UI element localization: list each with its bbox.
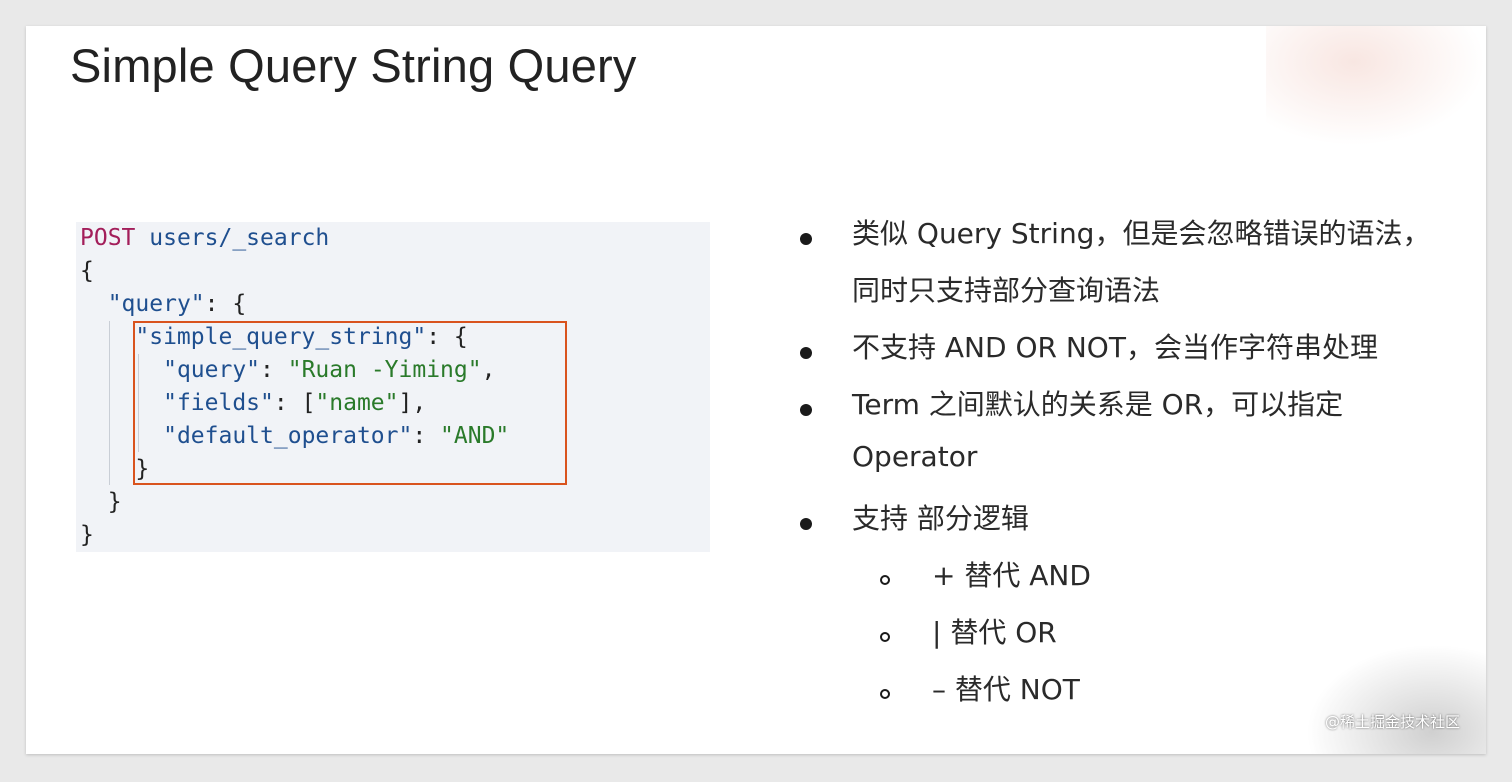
sub-bullet-marker	[880, 575, 890, 585]
code-token: "AND"	[440, 423, 510, 449]
watermark: @稀土掘金技术社区	[1324, 713, 1460, 731]
bullet-marker	[800, 404, 812, 416]
corner-decoration-bottom	[1306, 644, 1486, 754]
code-block: POST users/_search{ "query": { "simple_q…	[76, 222, 710, 552]
code-line: }	[80, 519, 94, 552]
slide-title: Simple Query String Query	[70, 39, 637, 92]
code-line: POST users/_search	[80, 222, 329, 255]
code-token: "simple_query_string"	[135, 324, 427, 350]
code-line: "simple_query_string": {	[80, 321, 468, 354]
code-token: "name"	[315, 390, 399, 416]
code-token: : {	[426, 324, 468, 350]
code-token	[80, 423, 163, 449]
code-line: }	[80, 453, 149, 486]
sub-bullet-marker	[880, 689, 890, 699]
sub-bullet-text: | 替代 OR	[932, 616, 1057, 649]
code-line: {	[80, 255, 94, 288]
code-token: }	[80, 522, 94, 548]
code-token: }	[80, 489, 122, 515]
bullet-text: Term 之间默认的关系是 OR，可以指定	[852, 388, 1344, 421]
slide: Simple Query String Query POST users/_se…	[26, 26, 1486, 754]
bullet-text: 不支持 AND OR NOT，会当作字符串处理	[852, 331, 1378, 364]
code-token: "query"	[107, 291, 205, 317]
code-token: {	[80, 258, 94, 284]
indent-guide	[138, 354, 139, 452]
code-line: }	[80, 486, 122, 519]
code-token: POST	[80, 225, 136, 251]
code-token: : [	[273, 390, 316, 416]
sub-bullet-text: + 替代 AND	[932, 559, 1091, 592]
code-token: }	[80, 456, 150, 482]
code-token	[80, 357, 163, 383]
bullet-text: Operator	[852, 440, 978, 473]
code-line: "query": {	[80, 288, 246, 321]
code-token: :	[260, 357, 288, 383]
code-token: : {	[204, 291, 247, 317]
code-token: "query"	[163, 357, 261, 383]
code-token: "fields"	[163, 390, 274, 416]
code-token: ,	[481, 357, 496, 383]
code-token	[80, 390, 163, 416]
bullet-text: 同时只支持部分查询语法	[852, 274, 1161, 307]
sub-bullet-text: – 替代 NOT	[932, 673, 1080, 706]
code-token	[80, 324, 135, 350]
code-line: "fields": ["name"],	[80, 387, 426, 420]
indent-guide	[109, 321, 110, 485]
bullet-text: 支持 部分逻辑	[852, 502, 1029, 535]
bullet-text: 类似 Query String，但是会忽略错误的语法，	[852, 217, 1431, 250]
bullet-marker	[800, 233, 812, 245]
code-token	[80, 291, 108, 317]
highlight-box	[133, 321, 567, 485]
corner-decoration-top	[1266, 26, 1486, 146]
sub-bullet-marker	[880, 632, 890, 642]
code-token: users/_search	[149, 225, 330, 251]
code-token: :	[412, 423, 441, 449]
bullet-marker	[800, 347, 812, 359]
code-token	[135, 225, 149, 251]
bullet-marker	[800, 518, 812, 530]
code-line: "default_operator": "AND"	[80, 420, 509, 453]
code-line: "query": "Ruan -Yiming",	[80, 354, 495, 387]
code-token: "Ruan -Yiming"	[287, 357, 482, 383]
code-token: "default_operator"	[163, 423, 413, 449]
code-token: ],	[398, 390, 427, 416]
